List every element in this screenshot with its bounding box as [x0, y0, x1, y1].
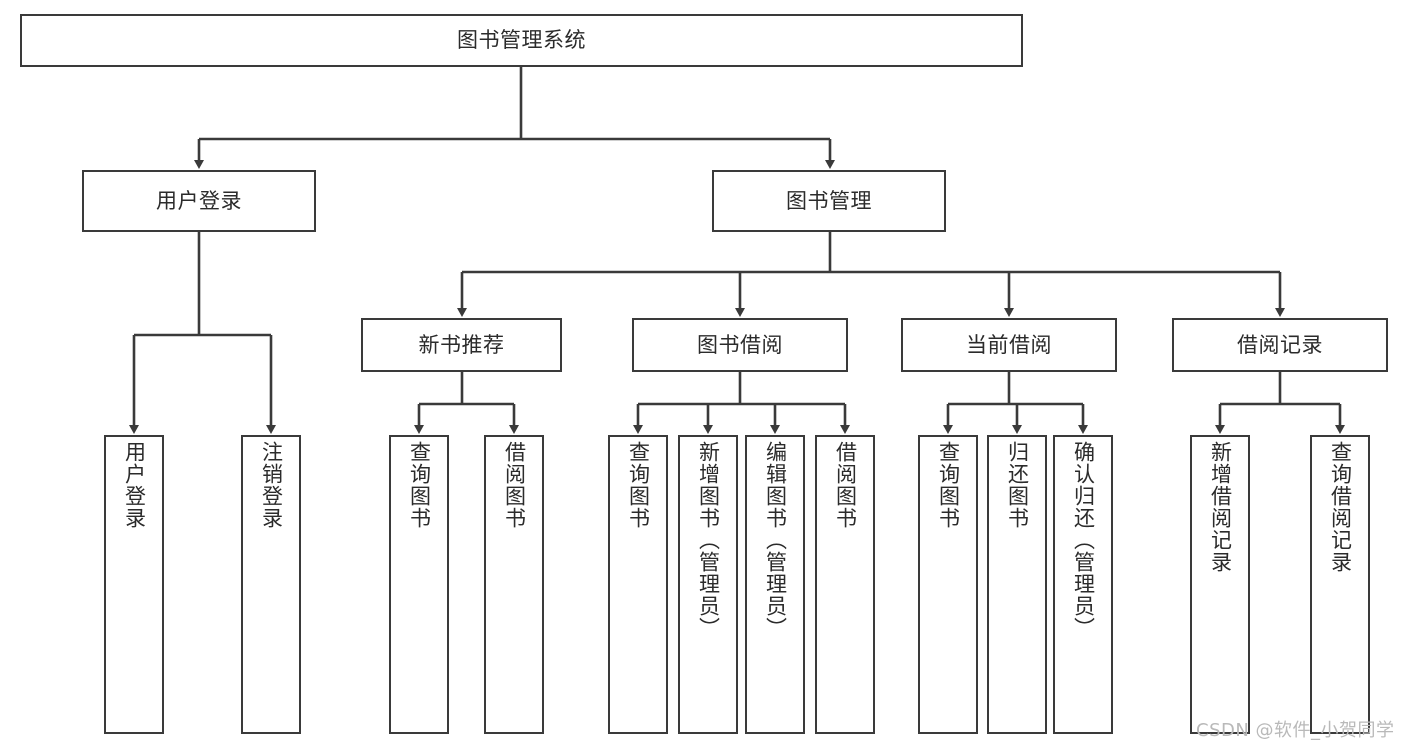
- csdn-watermark: CSDN @软件_小贺同学: [1196, 720, 1395, 741]
- node-leaf-add-book[interactable]: 新增图书（管理员）: [678, 435, 738, 734]
- node-leaf-borrow-book-2[interactable]: 借阅图书: [815, 435, 875, 734]
- node-label-root: 图书管理系统: [457, 28, 586, 53]
- node-label-book-manage: 图书管理: [786, 188, 872, 213]
- node-label-leaf-borrow-book-2: 借阅图书: [833, 441, 858, 529]
- node-leaf-borrow-book-1[interactable]: 借阅图书: [484, 435, 544, 734]
- node-leaf-query-book-1[interactable]: 查询图书: [389, 435, 449, 734]
- node-new-book-recommend[interactable]: 新书推荐: [361, 318, 562, 372]
- node-label-leaf-query-record: 查询借阅记录: [1328, 441, 1353, 573]
- node-root[interactable]: 图书管理系统: [20, 14, 1023, 67]
- node-leaf-confirm-return[interactable]: 确认归还（管理员）: [1053, 435, 1113, 734]
- node-label-new-book-recommend: 新书推荐: [418, 332, 505, 357]
- node-leaf-query-book-3[interactable]: 查询图书: [918, 435, 978, 734]
- node-user-login[interactable]: 用户登录: [82, 170, 316, 232]
- node-label-current-borrow: 当前借阅: [966, 332, 1052, 357]
- tree-connectors: [129, 67, 1345, 434]
- node-label-user-login: 用户登录: [156, 188, 242, 213]
- node-label-leaf-logout: 注销登录: [259, 441, 284, 529]
- node-label-leaf-add-book: 新增图书（管理员）: [696, 441, 721, 639]
- node-label-leaf-query-book-3: 查询图书: [936, 441, 961, 529]
- node-leaf-return-book[interactable]: 归还图书: [987, 435, 1047, 734]
- node-leaf-user-login[interactable]: 用户登录: [104, 435, 164, 734]
- node-current-borrow[interactable]: 当前借阅: [901, 318, 1117, 372]
- node-label-leaf-query-book-2: 查询图书: [626, 441, 651, 529]
- node-label-leaf-add-record: 新增借阅记录: [1208, 441, 1233, 573]
- node-leaf-edit-book[interactable]: 编辑图书（管理员）: [745, 435, 805, 734]
- node-leaf-query-record[interactable]: 查询借阅记录: [1310, 435, 1370, 734]
- node-label-leaf-query-book-1: 查询图书: [407, 441, 432, 529]
- node-label-leaf-return-book: 归还图书: [1005, 441, 1030, 529]
- node-label-book-borrow: 图书借阅: [697, 332, 783, 357]
- node-leaf-add-record[interactable]: 新增借阅记录: [1190, 435, 1250, 734]
- node-label-leaf-user-login: 用户登录: [122, 441, 147, 529]
- node-label-borrow-record: 借阅记录: [1237, 332, 1323, 357]
- node-book-manage[interactable]: 图书管理: [712, 170, 946, 232]
- node-leaf-query-book-2[interactable]: 查询图书: [608, 435, 668, 734]
- node-leaf-logout[interactable]: 注销登录: [241, 435, 301, 734]
- node-label-leaf-edit-book: 编辑图书（管理员）: [763, 441, 788, 639]
- node-book-borrow[interactable]: 图书借阅: [632, 318, 848, 372]
- node-borrow-record[interactable]: 借阅记录: [1172, 318, 1388, 372]
- node-label-leaf-borrow-book-1: 借阅图书: [502, 441, 527, 529]
- node-label-leaf-confirm-return: 确认归还（管理员）: [1071, 441, 1096, 639]
